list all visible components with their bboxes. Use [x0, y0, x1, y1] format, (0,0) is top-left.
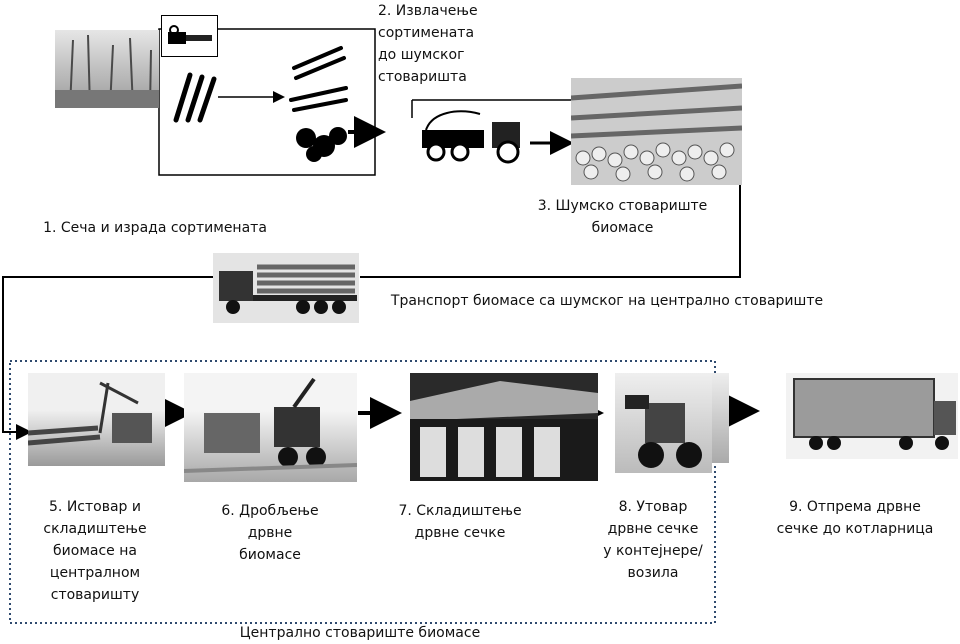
step-5-label: 5. Истовар и складиштење биомасе на цент…: [43, 499, 147, 603]
step-6-label: 6. Дробљење дрвне биомасе: [221, 503, 319, 563]
central-yard-border: [9, 360, 716, 624]
step-2-label: 2. Извлачење сортимената до шумског стов…: [378, 3, 478, 85]
to-central-line: [2, 276, 213, 440]
step-8-label: 8. Утовар дрвне сечке у контејнере/ вози…: [603, 499, 703, 581]
logs-icon: [173, 72, 217, 123]
step-1-label: 1. Сеча и израда сортимената: [43, 220, 267, 236]
transport-label: Транспорт биомасе са шумског на централн…: [390, 293, 824, 309]
to-transport-line: [360, 140, 741, 278]
tractor-icon: [412, 104, 532, 164]
truck-photo: [213, 253, 359, 323]
felling-box: [158, 28, 376, 176]
warehouse-photo: [410, 373, 598, 481]
loader-photo: [615, 373, 712, 473]
log-stacks-icon: [289, 46, 348, 162]
container-strip: [712, 373, 729, 463]
central-yard-label: Централно стовариште биомасе: [239, 625, 481, 641]
step-3-label: 3. Шумско стовариште биомасе: [537, 198, 708, 236]
step-7-label: 7. Складиштење дрвне сечке: [398, 503, 522, 541]
trailer-truck-photo: [786, 373, 958, 459]
chainsaw-icon: [161, 15, 218, 57]
step-9-label: 9. Отпрема дрвне сечке до котларница: [776, 499, 934, 537]
forest-photo: [55, 30, 159, 108]
log-pile-photo: [571, 78, 742, 185]
chipper-photo: [184, 373, 357, 482]
unloading-photo: [28, 373, 165, 466]
